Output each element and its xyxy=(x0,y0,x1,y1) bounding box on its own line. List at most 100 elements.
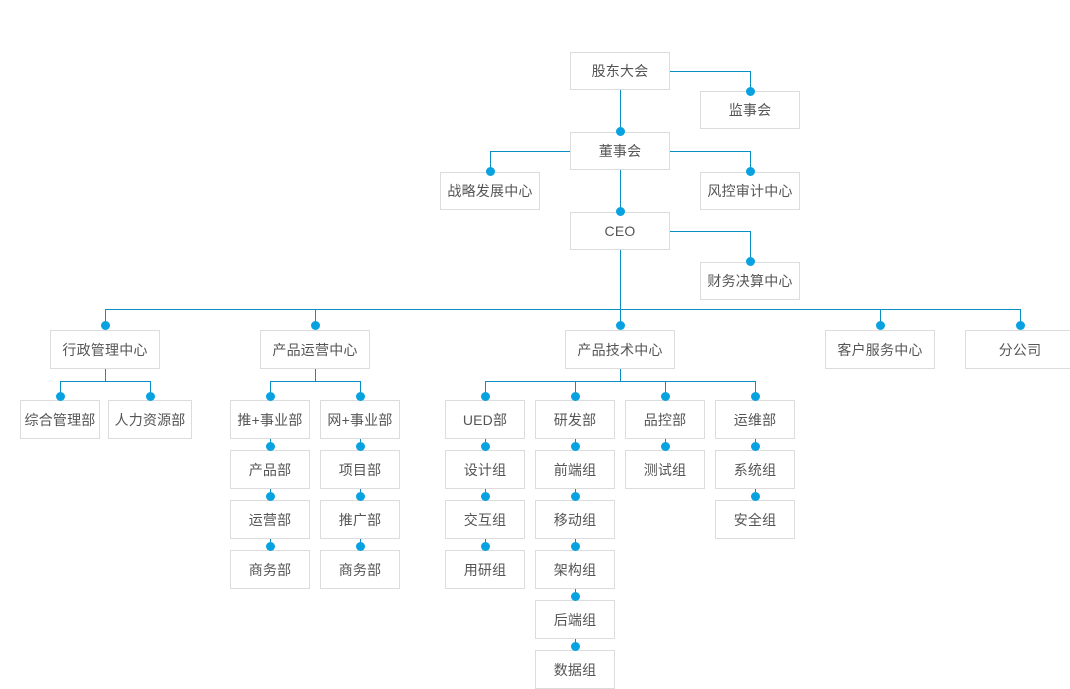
edge-producttech-to-rd xyxy=(575,381,576,396)
edge-board-to-strategy-horizontal xyxy=(490,151,570,152)
connector-dot-rd-dept xyxy=(571,392,580,401)
connector-dot-frontend-group xyxy=(571,442,580,451)
node-security-group[interactable]: 安全组 xyxy=(715,500,795,539)
node-board-of-directors[interactable]: 董事会 xyxy=(570,132,670,170)
node-operation-dept[interactable]: 运营部 xyxy=(230,500,310,539)
connector-dot-user-research-group xyxy=(481,542,490,551)
node-ued-dept[interactable]: UED部 xyxy=(445,400,525,439)
node-branch-company[interactable]: 分公司 xyxy=(965,330,1070,369)
edge-productop-subbus xyxy=(270,381,360,382)
connector-dot-business-dept-right xyxy=(356,542,365,551)
edge-board-to-strategy-vertical xyxy=(490,151,491,171)
node-interaction-group[interactable]: 交互组 xyxy=(445,500,525,539)
node-ops-dept[interactable]: 运维部 xyxy=(715,400,795,439)
node-strategy-development-center[interactable]: 战略发展中心 xyxy=(440,172,540,210)
node-wang-business-unit[interactable]: 网+事业部 xyxy=(320,400,400,439)
node-mobile-group[interactable]: 移动组 xyxy=(535,500,615,539)
connector-dot-project-dept xyxy=(356,442,365,451)
edge-productop-to-tui xyxy=(270,381,271,396)
connector-dot-customer-service-center xyxy=(876,321,885,330)
connector-dot-architecture-group xyxy=(571,542,580,551)
edge-producttech-subbus xyxy=(485,381,755,382)
connector-dot-mobile-group xyxy=(571,492,580,501)
connector-dot-tui-business-unit xyxy=(266,392,275,401)
connector-dot-finance xyxy=(746,257,755,266)
edge-bus-to-admin xyxy=(105,309,106,325)
node-design-group[interactable]: 设计组 xyxy=(445,450,525,489)
connector-dot-product-dept xyxy=(266,442,275,451)
connector-dot-data-group xyxy=(571,642,580,651)
edge-board-to-risk-horizontal xyxy=(670,151,750,152)
node-shareholders-meeting[interactable]: 股东大会 xyxy=(570,52,670,90)
connector-dot-ops-dept xyxy=(751,392,760,401)
edge-ceo-to-bus xyxy=(620,250,621,309)
node-ceo[interactable]: CEO xyxy=(570,212,670,250)
edge-producttech-to-ops xyxy=(755,381,756,396)
edge-admin-to-general-mgmt xyxy=(60,381,61,396)
node-tui-business-unit[interactable]: 推+事业部 xyxy=(230,400,310,439)
node-backend-group[interactable]: 后端组 xyxy=(535,600,615,639)
node-promotion-dept[interactable]: 推广部 xyxy=(320,500,400,539)
node-user-research-group[interactable]: 用研组 xyxy=(445,550,525,589)
node-test-group[interactable]: 测试组 xyxy=(625,450,705,489)
connector-dot-backend-group xyxy=(571,592,580,601)
node-human-resources-dept[interactable]: 人力资源部 xyxy=(108,400,192,439)
edge-main-bus xyxy=(105,309,1020,310)
node-customer-service-center[interactable]: 客户服务中心 xyxy=(825,330,935,369)
connector-dot-admin-center xyxy=(101,321,110,330)
edge-admin-to-subbus xyxy=(105,369,106,381)
connector-dot-strategy xyxy=(486,167,495,176)
connector-dot-design-group xyxy=(481,442,490,451)
node-frontend-group[interactable]: 前端组 xyxy=(535,450,615,489)
edge-producttech-to-qc xyxy=(665,381,666,396)
node-business-dept-left[interactable]: 商务部 xyxy=(230,550,310,589)
node-general-management-dept[interactable]: 综合管理部 xyxy=(20,400,100,439)
connector-dot-branch-company xyxy=(1016,321,1025,330)
connector-dot-risk xyxy=(746,167,755,176)
edge-bus-to-customer-service xyxy=(880,309,881,325)
connector-dot-interaction-group xyxy=(481,492,490,501)
edge-bus-to-branch xyxy=(1020,309,1021,325)
connector-dot-test-group xyxy=(661,442,670,451)
node-product-operation-center[interactable]: 产品运营中心 xyxy=(260,330,370,369)
node-risk-audit-center[interactable]: 风控审计中心 xyxy=(700,172,800,210)
node-admin-management-center[interactable]: 行政管理中心 xyxy=(50,330,160,369)
node-rd-dept[interactable]: 研发部 xyxy=(535,400,615,439)
node-qc-dept[interactable]: 品控部 xyxy=(625,400,705,439)
edge-bus-to-product-operation xyxy=(315,309,316,325)
node-project-dept[interactable]: 项目部 xyxy=(320,450,400,489)
connector-dot-product-operation-center xyxy=(311,321,320,330)
node-data-group[interactable]: 数据组 xyxy=(535,650,615,689)
node-product-technology-center[interactable]: 产品技术中心 xyxy=(565,330,675,369)
connector-dot-business-dept-left xyxy=(266,542,275,551)
edge-ceo-to-finance-horizontal xyxy=(670,231,750,232)
connector-dot-supervisory xyxy=(746,87,755,96)
edge-shareholders-to-supervisory-horizontal xyxy=(670,71,750,72)
edge-producttech-to-ued xyxy=(485,381,486,396)
connector-dot-ceo xyxy=(616,207,625,216)
node-business-dept-right[interactable]: 商务部 xyxy=(320,550,400,589)
edge-bus-to-product-technology xyxy=(620,309,621,325)
node-system-group[interactable]: 系统组 xyxy=(715,450,795,489)
edge-productop-to-subbus xyxy=(315,369,316,381)
connector-dot-product-technology-center xyxy=(616,321,625,330)
node-architecture-group[interactable]: 架构组 xyxy=(535,550,615,589)
connector-dot-operation-dept xyxy=(266,492,275,501)
node-supervisory-board[interactable]: 监事会 xyxy=(700,91,800,129)
connector-dot-system-group xyxy=(751,442,760,451)
connector-dot-qc-dept xyxy=(661,392,670,401)
connector-dot-security-group xyxy=(751,492,760,501)
edge-ceo-to-finance-vertical xyxy=(750,231,751,261)
connector-dot-ued-dept xyxy=(481,392,490,401)
node-product-dept[interactable]: 产品部 xyxy=(230,450,310,489)
connector-dot-board xyxy=(616,127,625,136)
edge-admin-subbus xyxy=(60,381,150,382)
edge-board-to-ceo xyxy=(620,170,621,211)
connector-dot-wang-business-unit xyxy=(356,392,365,401)
edge-shareholders-to-supervisory-vertical xyxy=(750,71,751,91)
edge-board-to-risk-vertical xyxy=(750,151,751,171)
node-finance-settlement-center[interactable]: 财务决算中心 xyxy=(700,262,800,300)
edge-shareholders-to-board xyxy=(620,90,621,131)
connector-dot-promotion-dept xyxy=(356,492,365,501)
